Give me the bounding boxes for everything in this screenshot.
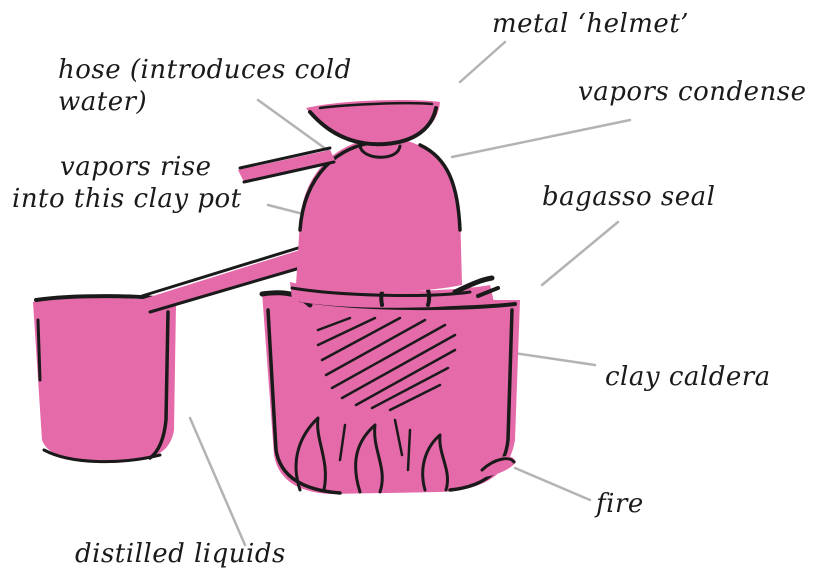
label-metal-helmet: metal ‘helmet’ [492,9,689,39]
label-hose-line1: hose (introduces cold [58,55,352,85]
collection-pot-body [33,298,176,462]
label-distilled-liquids: distilled liquids [75,539,286,569]
label-fire: fire [594,489,644,519]
label-hose-line2: water) [58,87,147,117]
label-clay-caldera: clay caldera [605,362,771,392]
label-vapors-rise-line2: into this clay pot [12,184,242,214]
leader-fire [515,468,590,500]
leader-metal-helmet [460,42,505,82]
collection-pot [33,296,178,462]
label-vapors-rise-line1: vapors rise [60,152,212,182]
label-bagasso-seal: bagasso seal [542,182,715,212]
leader-distilled-liquids [190,418,245,545]
clay-caldera [262,292,520,494]
leader-vapors-condense [452,120,630,157]
leader-bagasso-seal [542,222,618,285]
label-vapors-condense: vapors condense [578,77,807,107]
